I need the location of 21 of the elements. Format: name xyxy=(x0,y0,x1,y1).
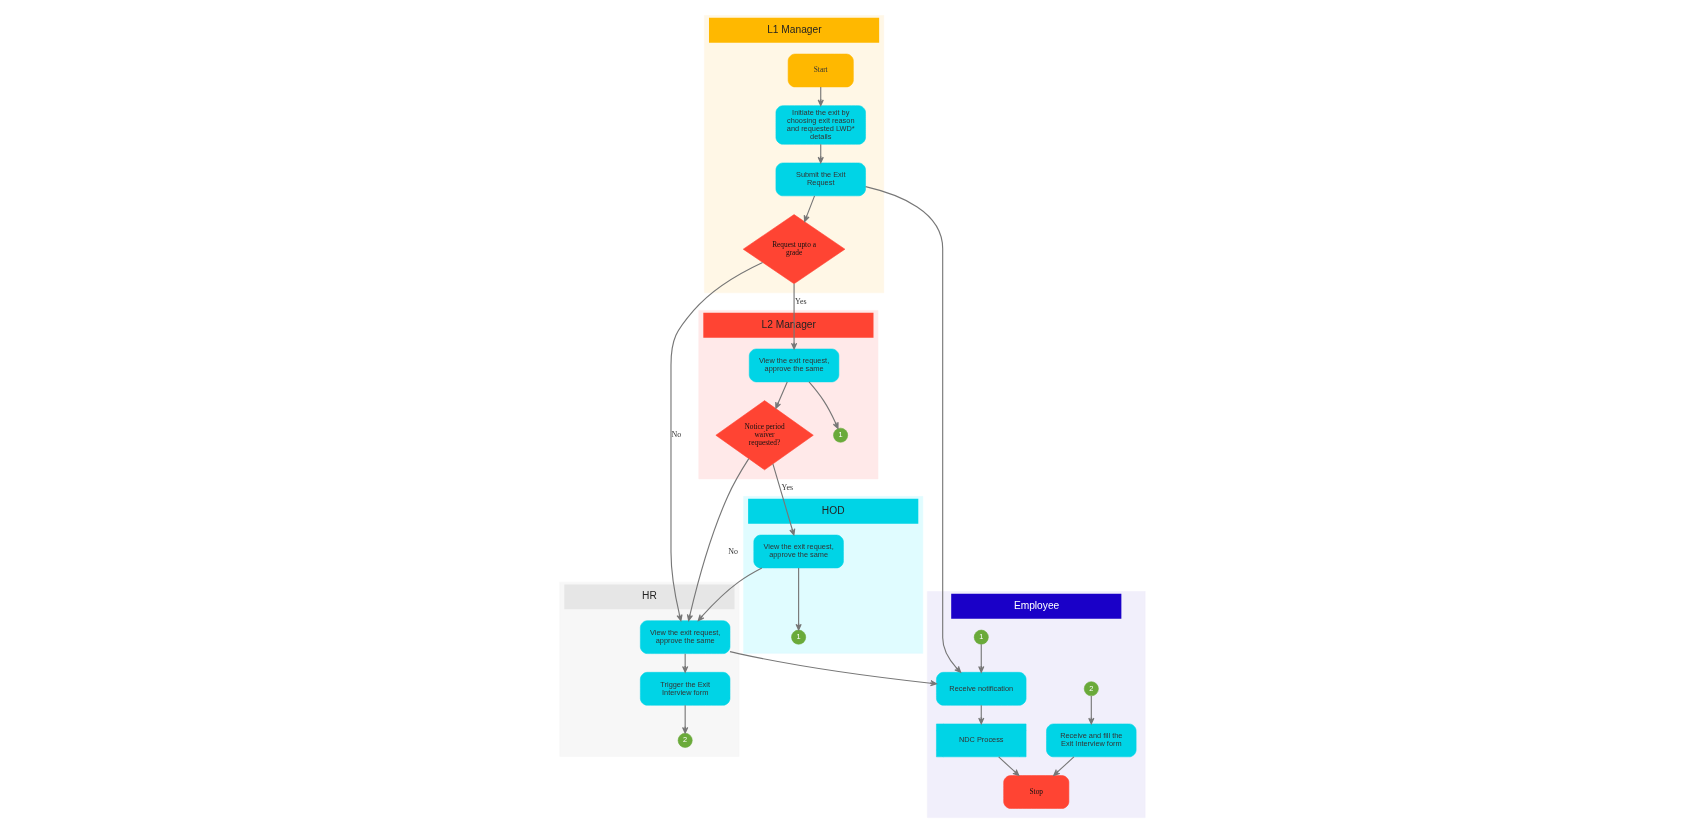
arrow xyxy=(977,643,984,673)
edge-label: No xyxy=(671,430,681,440)
arrow xyxy=(697,567,762,622)
arrow xyxy=(795,567,802,631)
arrow xyxy=(817,143,824,164)
arrow xyxy=(790,283,797,350)
arrow xyxy=(807,381,839,429)
edge-label: Yes xyxy=(794,296,807,306)
arrow xyxy=(686,458,749,622)
edge-label: Yes xyxy=(780,482,793,492)
arrow xyxy=(803,195,815,223)
arrow xyxy=(774,381,788,409)
arrow xyxy=(997,756,1019,776)
arrow xyxy=(681,704,688,734)
edge-label: No xyxy=(727,546,738,556)
arrow xyxy=(771,463,795,536)
arrow xyxy=(669,261,763,622)
arrow xyxy=(728,651,937,687)
arrow xyxy=(1087,695,1094,725)
arrow xyxy=(864,186,961,673)
arrow xyxy=(1052,756,1074,776)
